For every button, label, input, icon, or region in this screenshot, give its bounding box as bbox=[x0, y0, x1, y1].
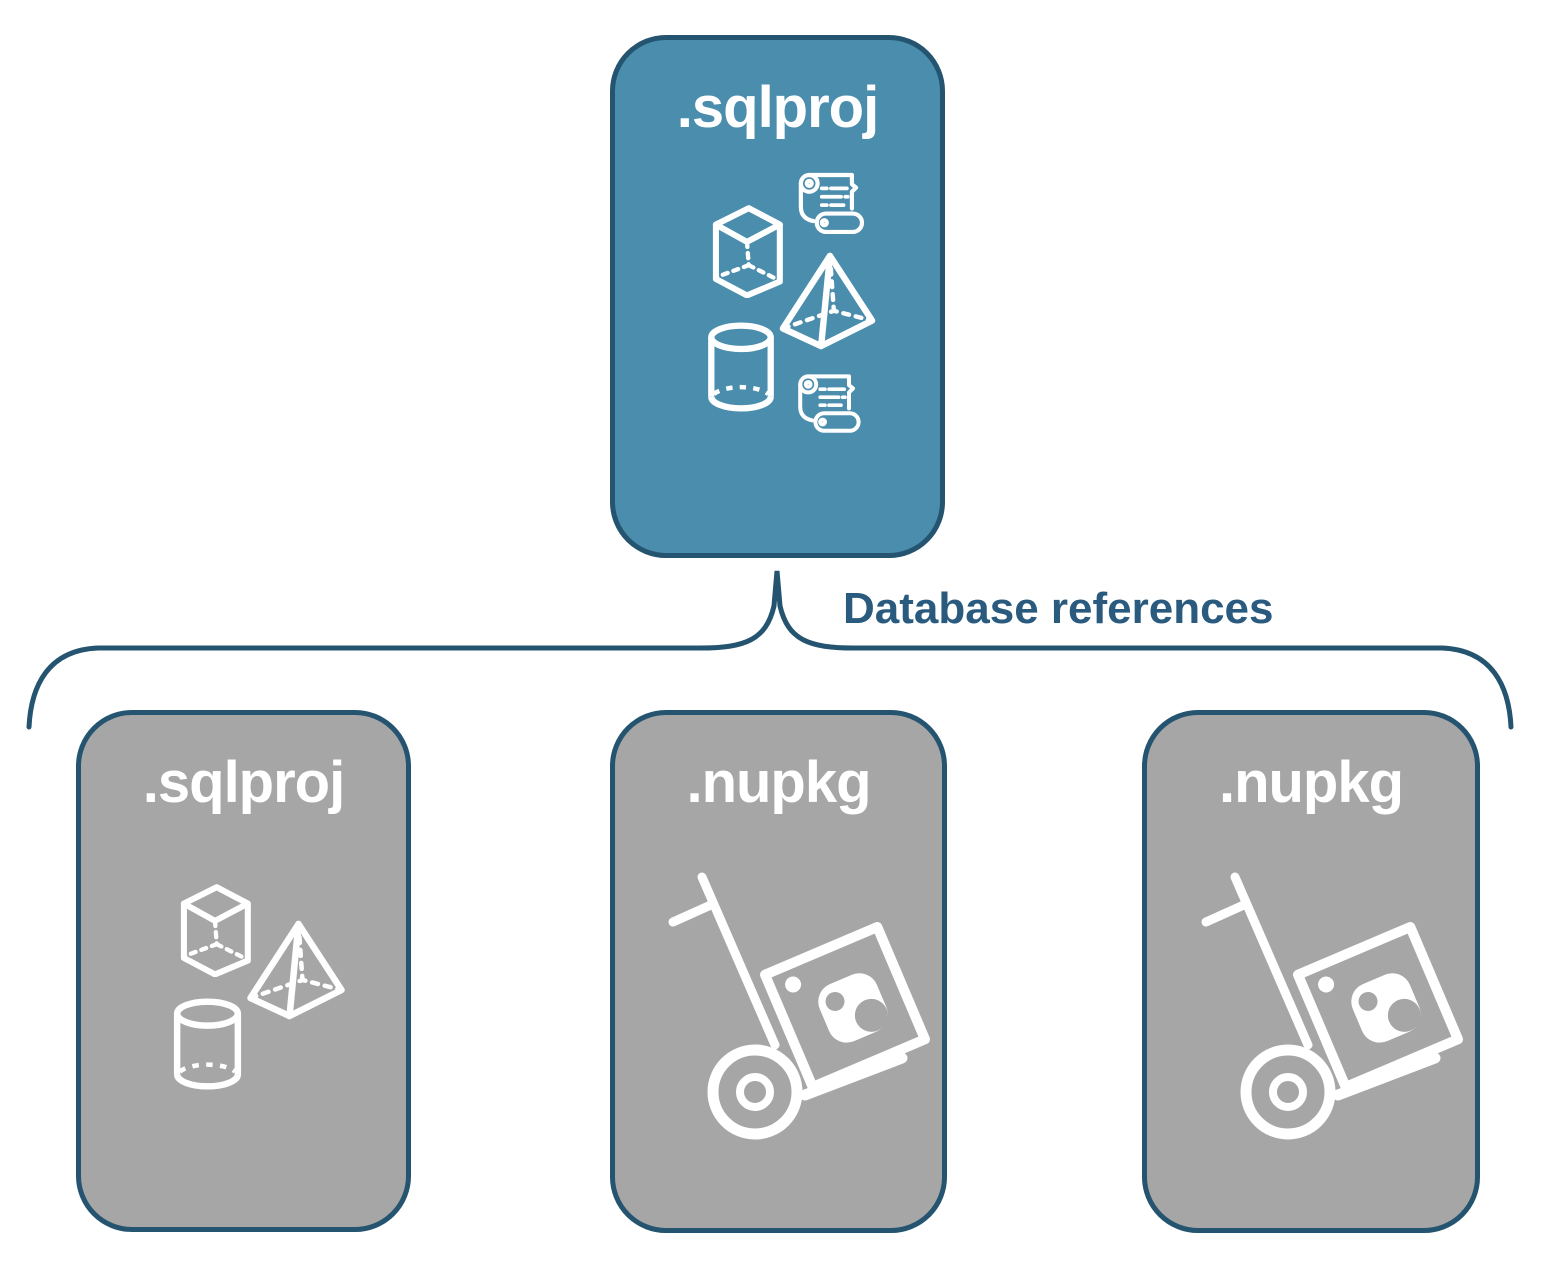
node-sqlproj-root: .sqlproj bbox=[610, 35, 945, 558]
connector-label: Database references bbox=[843, 584, 1274, 633]
cylinder-icon bbox=[711, 326, 770, 409]
node-label: .nupkg bbox=[686, 750, 871, 815]
nuget-package-icon bbox=[1206, 877, 1458, 1134]
cylinder-icon bbox=[177, 1002, 238, 1087]
sql-objects-icon-cluster bbox=[155, 870, 355, 1095]
cube-icon bbox=[184, 887, 248, 974]
node-label: .nupkg bbox=[1218, 750, 1404, 815]
node-sqlproj-child: .sqlproj bbox=[76, 710, 411, 1232]
scroll-icon bbox=[801, 175, 862, 232]
scroll-icon bbox=[800, 376, 858, 430]
hand-truck-icon bbox=[1193, 865, 1473, 1145]
pyramid-icon bbox=[251, 924, 342, 1016]
node-label: .sqlproj bbox=[142, 750, 345, 815]
node-nupkg-child: .nupkg bbox=[1142, 710, 1480, 1233]
cube-icon bbox=[716, 208, 780, 295]
hand-truck-icon bbox=[660, 865, 940, 1145]
sql-objects-icon-cluster bbox=[695, 165, 880, 445]
nuget-package-icon bbox=[673, 877, 925, 1134]
node-label: .sqlproj bbox=[676, 75, 879, 140]
node-nupkg-child: .nupkg bbox=[610, 710, 947, 1233]
pyramid-icon bbox=[783, 256, 872, 346]
